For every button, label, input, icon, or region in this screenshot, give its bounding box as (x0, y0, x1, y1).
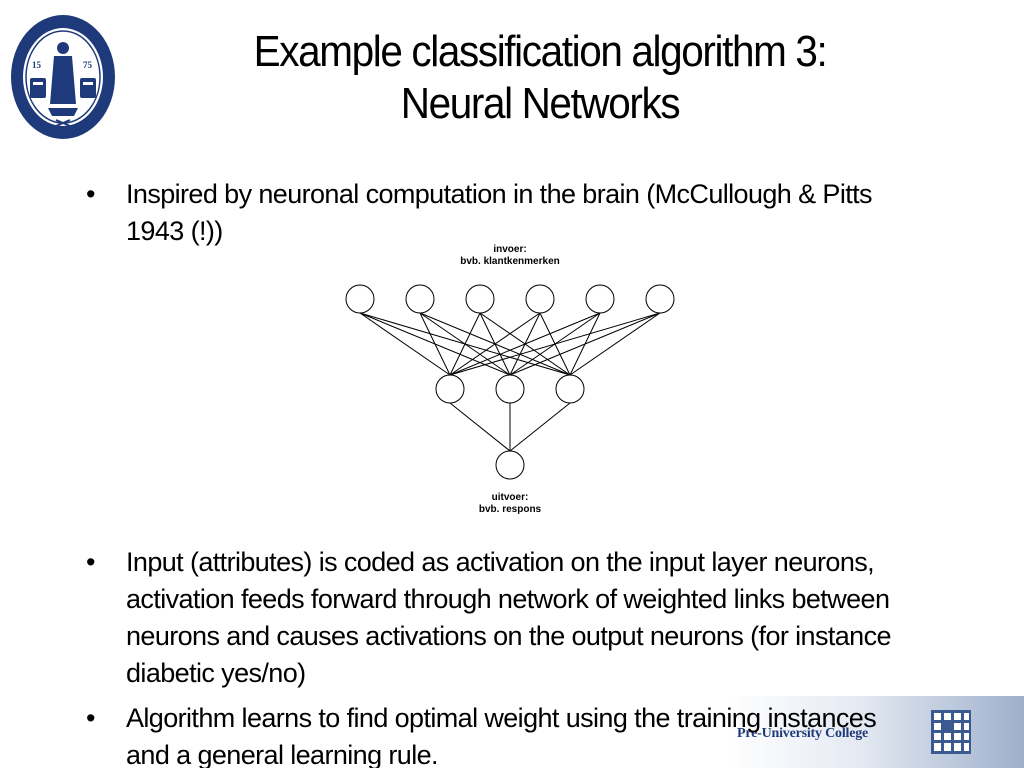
college-banner (728, 696, 1024, 768)
input-neuron (525, 284, 555, 314)
bullet-item: • Input (attributes) is coded as activat… (86, 544, 926, 692)
slide-title-line-1: Example classification algorithm 3: (253, 27, 828, 76)
bullet-marker: • (86, 179, 95, 209)
input-neuron (585, 284, 615, 314)
network-edge (509, 402, 571, 452)
slide-title-line-2: Neural Networks (400, 79, 681, 128)
bullet-item: • Inspired by neuronal computation in th… (86, 176, 926, 250)
network-nodes (345, 284, 675, 480)
bullet-text: Input (attributes) is coded as activatio… (126, 547, 892, 688)
bullet-marker: • (86, 703, 95, 733)
network-edge (449, 312, 661, 376)
network-edge (449, 312, 541, 376)
input-neuron (345, 284, 375, 314)
network-edges (359, 312, 661, 452)
bullet-list-bottom: • Input (attributes) is coded as activat… (86, 544, 926, 692)
university-seal-logo: 15 75 (11, 15, 115, 139)
input-neuron (465, 284, 495, 314)
network-edge (569, 312, 661, 376)
network-edge (449, 402, 511, 452)
output-label-line-1: uitvoer: (492, 492, 529, 503)
college-name: Pre-University College (737, 726, 869, 741)
network-edge (449, 312, 601, 376)
input-neuron (405, 284, 435, 314)
input-label-line-1: invoer: (493, 244, 526, 255)
input-neuron (645, 284, 675, 314)
hidden-neuron (495, 374, 525, 404)
output-label-line-2: bvb. respons (479, 504, 542, 515)
bullet-list-last: • Algorithm learns to find optimal weigh… (86, 700, 926, 768)
bullet-list-top: • Inspired by neuronal computation in th… (86, 176, 926, 250)
bullet-marker: • (86, 547, 95, 577)
network-edge (419, 312, 451, 376)
network-edge (449, 312, 481, 376)
network-edge (509, 312, 661, 376)
college-grid-icon (931, 710, 971, 754)
hidden-neuron (435, 374, 465, 404)
bullet-text: Inspired by neuronal computation in the … (126, 179, 873, 246)
slide-title: Example classification algorithm 3: Neur… (190, 26, 889, 130)
neural-network-diagram: invoer: bvb. klantkenmerken uitvoer: bvb… (345, 244, 675, 515)
output-neuron (495, 450, 525, 480)
bullet-item: • Algorithm learns to find optimal weigh… (86, 700, 926, 768)
network-edge (359, 312, 451, 376)
logo-year-left: 15 (32, 60, 42, 70)
hidden-neuron (555, 374, 585, 404)
logo-year-right: 75 (83, 60, 93, 70)
bullet-text: Algorithm learns to find optimal weight … (126, 703, 877, 768)
input-label-line-2: bvb. klantkenmerken (460, 256, 559, 267)
